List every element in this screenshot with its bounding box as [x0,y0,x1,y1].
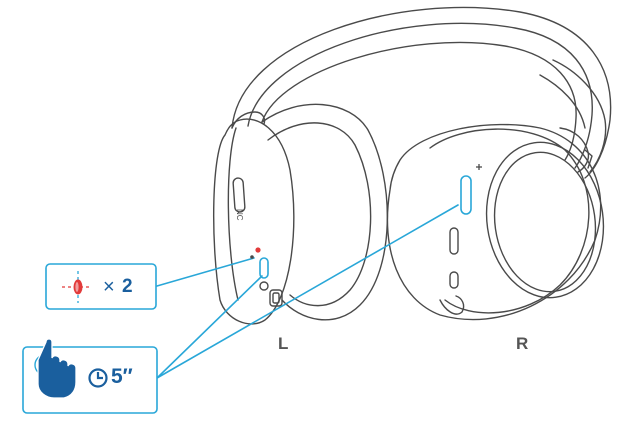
connector-long-press-left [156,275,263,379]
right-side-label: R [516,334,529,353]
times-symbol: × [103,276,115,298]
led-indicator-icon [62,271,92,303]
connector-long-press-right [156,204,459,379]
hold-duration: 5″ [111,365,133,388]
callout-double-press-box [45,263,157,310]
left-side-label: L [278,334,289,353]
left-earcup [212,118,295,325]
connector-double-press [156,257,255,287]
nc-button [232,177,246,213]
led-indicator [255,247,261,253]
volume-rocker [460,175,472,215]
left-power-button [259,257,269,279]
headband [231,6,612,179]
nc-button-label: NC [235,209,244,221]
usb-port [269,289,283,307]
tap-hand-icon [34,338,77,399]
press-count: 2 [122,276,133,297]
left-cushion [261,103,389,321]
clock-icon [88,368,108,388]
plus-icon [476,164,482,170]
right-earcup [386,123,602,321]
